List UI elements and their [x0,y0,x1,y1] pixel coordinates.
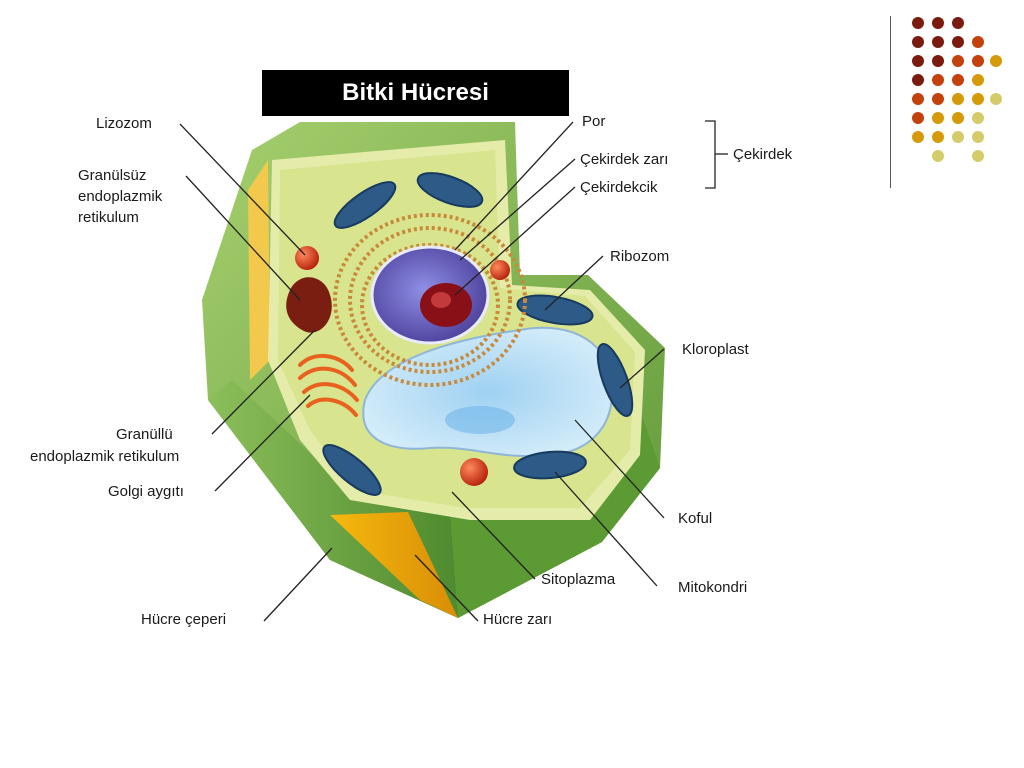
label-kloroplast: Kloroplast [682,341,749,358]
decor-dot [952,131,964,143]
decor-dot [912,93,924,105]
smooth-er [286,277,332,333]
label-golgi: Golgi aygıtı [108,483,184,500]
decor-dot [952,74,964,86]
decor-dot [952,55,964,67]
decor-dot [990,93,1002,105]
decor-dot [932,55,944,67]
label-hucre-zari: Hücre zarı [483,611,553,628]
decor-dot [932,36,944,48]
vacuole [362,326,614,457]
label-cekirdek-zari: Çekirdek zarı [580,151,669,168]
label-por: Por [582,113,606,130]
decor-dot [952,93,964,105]
decor-dot [932,74,944,86]
cell-membrane-cut [248,160,458,618]
decor-dot [932,131,944,143]
decor-dot [952,17,964,29]
decor-dot [952,112,964,124]
rough-er [333,213,527,387]
decor-dot [932,93,944,105]
decor-dot [912,131,924,143]
label-koful: Koful [678,510,713,527]
decor-dot [972,74,984,86]
diagram-title: Bitki Hücresi [262,70,569,116]
label-hucre-ceperi: Hücre çeperi [141,611,227,628]
decor-dot [932,112,944,124]
label-ribozom: Ribozom [610,248,670,265]
decor-dot [990,55,1002,67]
label-lizozom: Lizozom [96,115,152,132]
golgi-apparatus [298,353,359,417]
nucleus [370,245,490,345]
decor-dot [912,36,924,48]
label-granulsuz-line3: retikulum [78,209,139,226]
label-granulsuz-line2: endoplazmik [78,188,163,205]
decor-divider [890,16,891,188]
decor-dot [972,131,984,143]
decor-dot [972,93,984,105]
decor-dot [952,36,964,48]
label-mitokondri: Mitokondri [678,579,748,596]
lysosomes [295,246,510,486]
label-granullu-line1: Granüllü [116,426,173,443]
label-cekirdekcik: Çekirdekcik [580,179,658,196]
decor-dot [932,17,944,29]
label-cekirdek: Çekirdek [733,146,793,163]
label-sitoplazma: Sitoplazma [541,571,616,588]
decor-dot [972,36,984,48]
decor-dot [972,55,984,67]
label-granulsuz-line1: Granülsüz [78,167,147,184]
decor-dot [912,74,924,86]
decor-dot [912,17,924,29]
decor-dot [972,112,984,124]
decor-dot [912,112,924,124]
decor-dot [932,150,944,162]
chloroplasts [322,172,634,496]
leader-lines [179,120,728,622]
label-granullu-line2: endoplazmik retikulum [30,448,180,465]
decor-dot [912,55,924,67]
decor-dot [972,150,984,162]
